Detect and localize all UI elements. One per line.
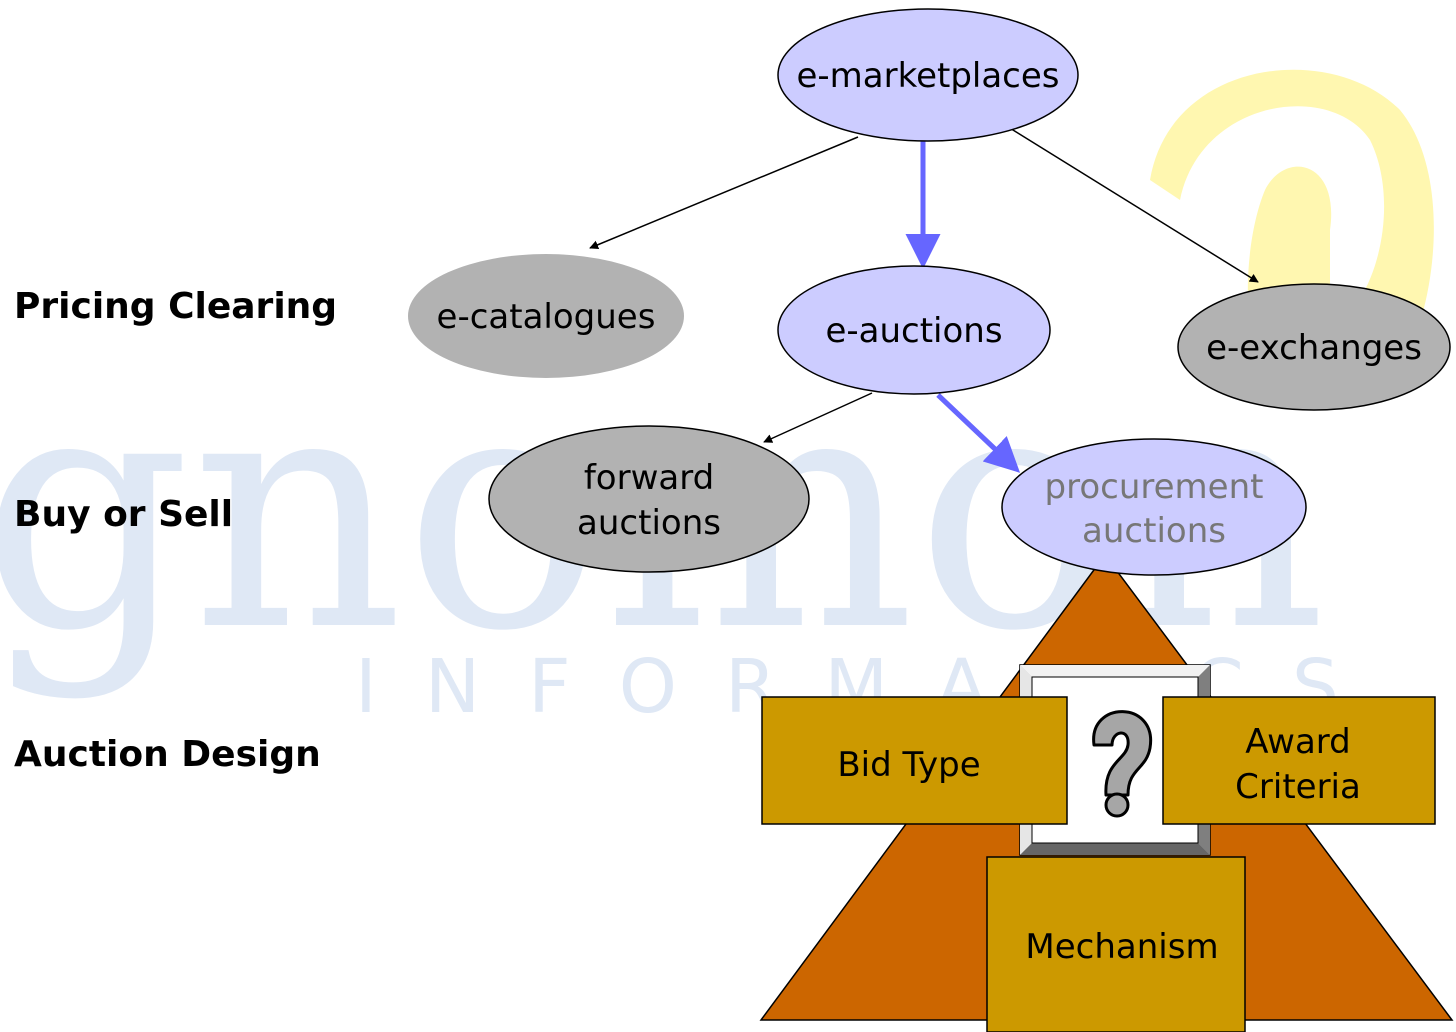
node-e-catalogues-label: e-catalogues bbox=[437, 297, 656, 337]
node-forward-auctions: forward auctions bbox=[488, 425, 810, 573]
node-e-auctions: e-auctions bbox=[777, 265, 1051, 395]
node-procurement-auctions: procurement auctions bbox=[1001, 438, 1307, 576]
node-forward-auctions-label-2: auctions bbox=[577, 503, 721, 543]
bid-type-box: Bid Type bbox=[761, 696, 1068, 825]
mechanism-label: Mechanism bbox=[1025, 927, 1218, 967]
node-e-auctions-label: e-auctions bbox=[825, 311, 1002, 351]
node-e-exchanges: e-exchanges bbox=[1177, 283, 1451, 411]
level-labels: Pricing Clearing Buy or Sell Auction Des… bbox=[14, 286, 337, 775]
connectors bbox=[589, 124, 1259, 473]
arrow-to-catalogues bbox=[589, 136, 859, 250]
bid-type-label: Bid Type bbox=[837, 745, 980, 785]
mechanism-box: Mechanism bbox=[986, 856, 1246, 1032]
node-e-exchanges-label: e-exchanges bbox=[1206, 328, 1422, 368]
award-criteria-label-1: Award bbox=[1245, 722, 1351, 762]
level-pricing-clearing: Pricing Clearing bbox=[14, 286, 337, 327]
level-auction-design: Auction Design bbox=[14, 734, 321, 775]
level-buy-or-sell: Buy or Sell bbox=[14, 494, 233, 535]
node-e-catalogues: e-catalogues bbox=[408, 254, 684, 378]
auction-design-pyramid: Bid Type Award Criteria Mechanism bbox=[759, 553, 1454, 1032]
node-e-marketplaces-label: e-marketplaces bbox=[796, 56, 1059, 96]
arrow-to-procurement bbox=[936, 393, 1021, 473]
node-forward-auctions-label-1: forward bbox=[584, 458, 714, 498]
node-e-marketplaces: e-marketplaces bbox=[777, 8, 1079, 142]
award-criteria-box: Award Criteria bbox=[1162, 696, 1436, 825]
arrow-to-forward bbox=[763, 392, 873, 443]
award-criteria-label-2: Criteria bbox=[1235, 767, 1361, 807]
node-procurement-auctions-label-1: procurement bbox=[1045, 467, 1264, 507]
question-mark-icon bbox=[1092, 710, 1153, 818]
node-procurement-auctions-label-2: auctions bbox=[1082, 511, 1226, 551]
arrow-to-exchanges bbox=[1004, 124, 1259, 283]
